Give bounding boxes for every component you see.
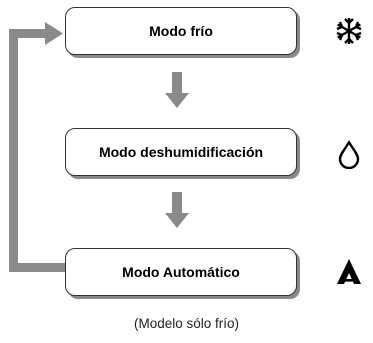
diagram-caption: (Modelo sólo frío)	[133, 316, 240, 331]
mode-label-auto: Modo Automático	[122, 264, 240, 280]
mode-box-cool: Modo frío	[65, 7, 297, 55]
mode-label-cool: Modo frío	[149, 23, 213, 39]
snowflake-icon	[336, 18, 362, 44]
water-drop-icon	[338, 140, 360, 169]
down-arrow-2	[165, 192, 189, 228]
mode-box-auto: Modo Automático	[65, 248, 297, 296]
down-arrow-1	[165, 72, 189, 108]
auto-mode-icon	[337, 259, 361, 284]
mode-box-dry: Modo deshumidificación	[65, 128, 297, 176]
mode-label-dry: Modo deshumidificación	[98, 144, 264, 160]
loop-arrow	[9, 22, 65, 272]
